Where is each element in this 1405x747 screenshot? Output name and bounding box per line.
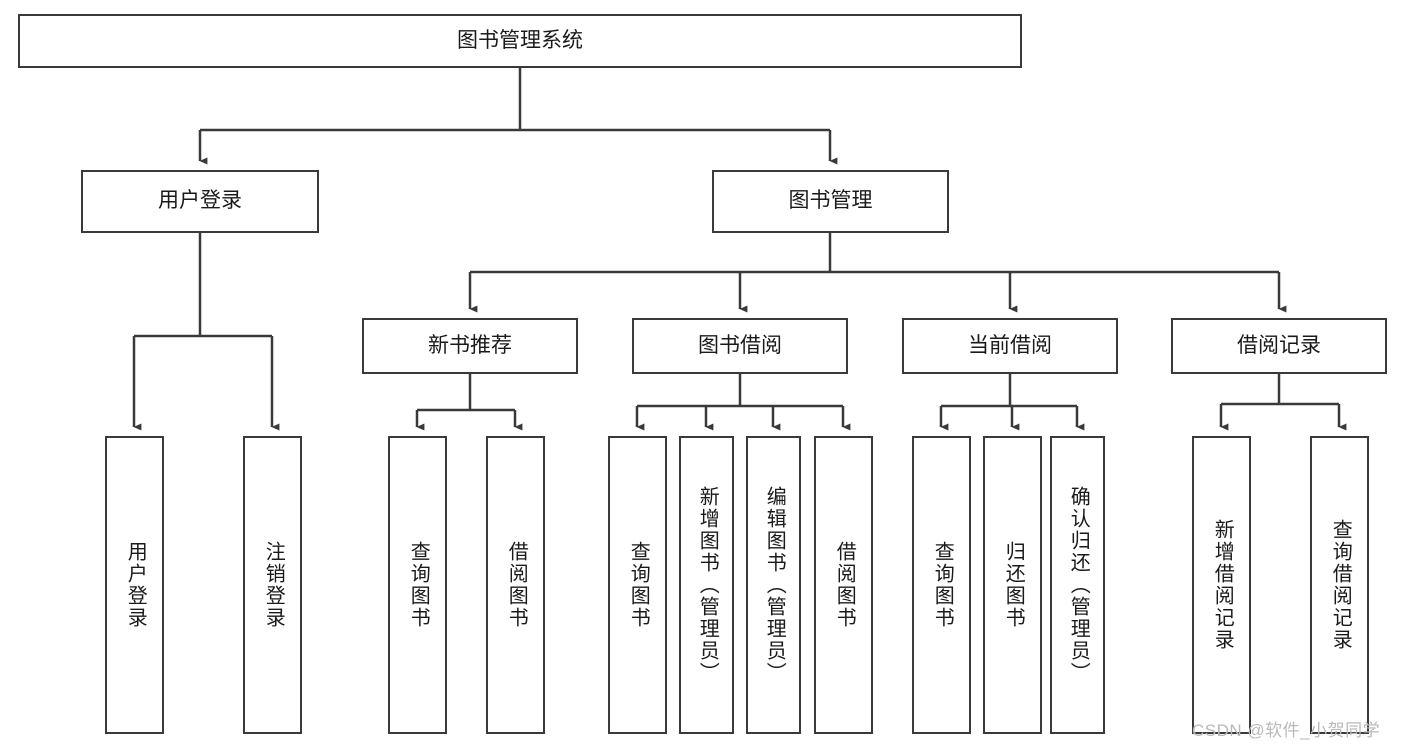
node-leaf-query-book-current[interactable]: 查询图书 — [912, 436, 971, 734]
node-label: 借阅图书 — [833, 541, 856, 629]
node-label: 编辑图书（管理员） — [763, 486, 786, 684]
node-label: 查询图书 — [407, 541, 430, 629]
node-borrow-record[interactable]: 借阅记录 — [1171, 318, 1387, 374]
node-leaf-edit-book-admin[interactable]: 编辑图书（管理员） — [746, 436, 801, 734]
node-label: 用户登录 — [124, 541, 147, 629]
node-label: 归还图书 — [1002, 541, 1025, 629]
node-leaf-user-login[interactable]: 用户登录 — [105, 436, 164, 734]
csdn-watermark: CSDN @软件_小贺同学 — [1192, 721, 1381, 740]
node-book-borrow[interactable]: 图书借阅 — [632, 318, 848, 374]
node-label: 借阅记录 — [1237, 333, 1321, 357]
node-leaf-borrow-book-rec[interactable]: 借阅图书 — [486, 436, 545, 734]
node-label: 借阅图书 — [505, 541, 528, 629]
node-leaf-query-book-borrow[interactable]: 查询图书 — [608, 436, 667, 734]
node-leaf-return-book[interactable]: 归还图书 — [983, 436, 1042, 734]
node-label: 查询图书 — [931, 541, 954, 629]
node-current-borrow[interactable]: 当前借阅 — [902, 318, 1118, 374]
node-leaf-add-borrow-record[interactable]: 新增借阅记录 — [1192, 436, 1251, 734]
node-label: 确认归还（管理员） — [1067, 486, 1090, 684]
node-book-management[interactable]: 图书管理 — [712, 170, 949, 233]
node-label: 图书管理系统 — [457, 28, 583, 52]
node-user-login[interactable]: 用户登录 — [81, 170, 319, 233]
node-label: 新增借阅记录 — [1211, 519, 1234, 651]
node-leaf-borrow-book[interactable]: 借阅图书 — [814, 436, 873, 734]
node-label: 查询借阅记录 — [1329, 519, 1352, 651]
node-label: 图书管理 — [788, 189, 873, 213]
node-label: 当前借阅 — [968, 333, 1052, 357]
node-label: 注销登录 — [262, 541, 285, 629]
node-label: 新书推荐 — [428, 333, 512, 357]
node-label: 图书借阅 — [698, 333, 782, 357]
node-leaf-confirm-return-admin[interactable]: 确认归还（管理员） — [1050, 436, 1105, 734]
node-leaf-query-borrow-record[interactable]: 查询借阅记录 — [1310, 436, 1369, 734]
node-label: 查询图书 — [627, 541, 650, 629]
node-new-book-recommend[interactable]: 新书推荐 — [362, 318, 578, 374]
node-label: 新增图书（管理员） — [696, 486, 719, 684]
node-leaf-user-logout[interactable]: 注销登录 — [243, 436, 302, 734]
node-leaf-query-book-rec[interactable]: 查询图书 — [388, 436, 447, 734]
node-label: 用户登录 — [158, 189, 242, 213]
node-leaf-add-book-admin[interactable]: 新增图书（管理员） — [679, 436, 734, 734]
node-root[interactable]: 图书管理系统 — [18, 14, 1022, 68]
